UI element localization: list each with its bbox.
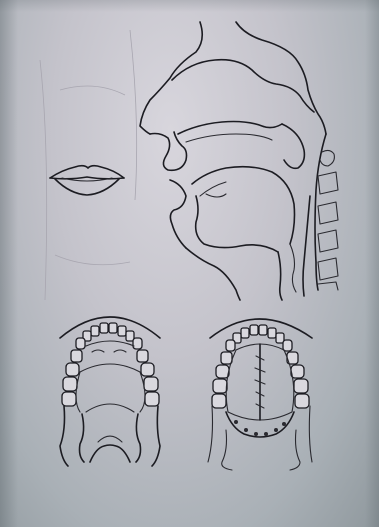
vertebrae <box>318 150 338 290</box>
upper-dental-arch-left <box>60 317 160 466</box>
sagittal-section-head <box>140 22 338 300</box>
faint-sketch-lines <box>40 30 137 300</box>
upper-dental-arch-right <box>208 319 312 470</box>
lips-front-view <box>50 166 124 195</box>
